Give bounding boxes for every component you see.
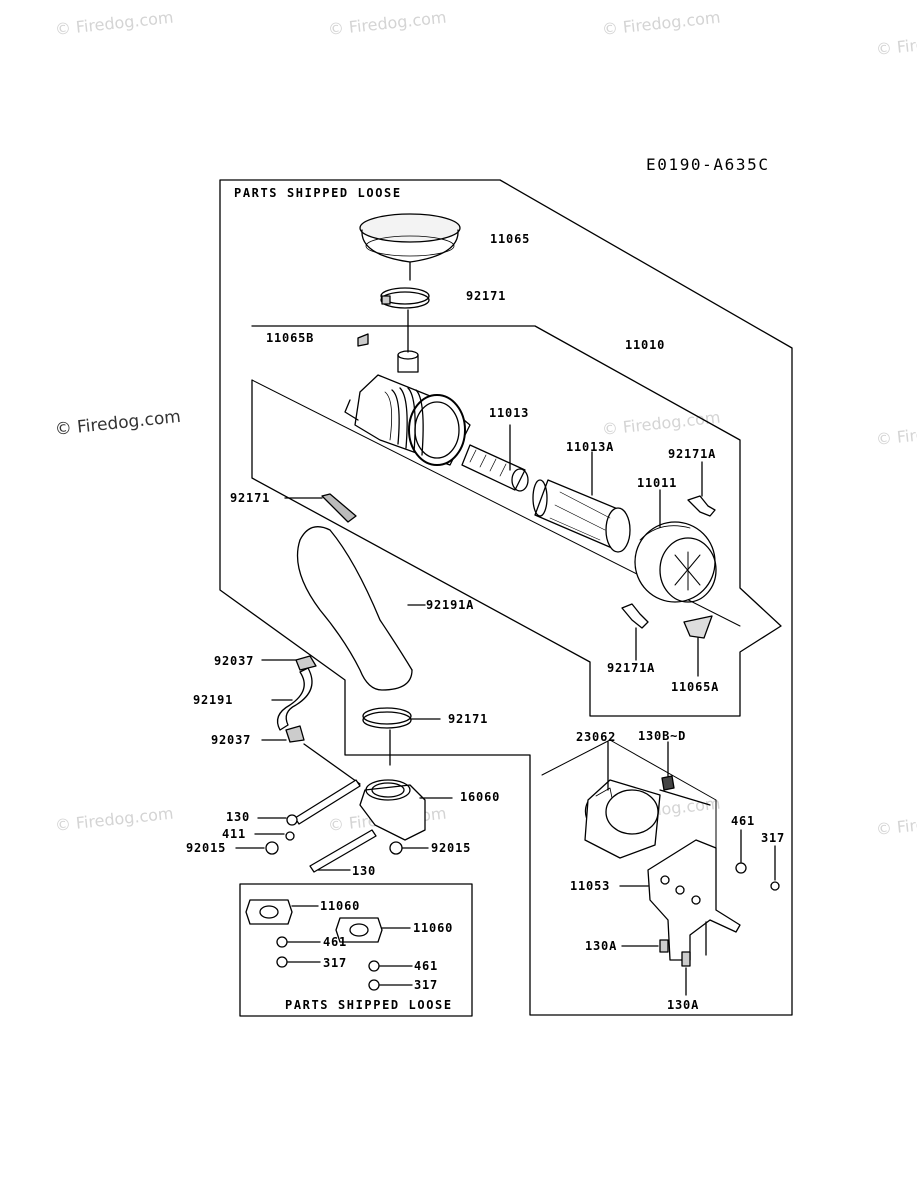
intake-hose-92191A xyxy=(296,526,413,691)
part-label: 11010 xyxy=(625,338,666,352)
valve-11065A xyxy=(683,615,713,639)
loose-parts-box xyxy=(239,883,473,1017)
part-label: 11065 xyxy=(490,232,531,246)
part-label: 461 xyxy=(731,814,756,828)
part-label: 11011 xyxy=(637,476,678,490)
inner-element-11013 xyxy=(461,444,529,492)
outer-element-11013A xyxy=(532,479,631,553)
clip-92171A-bottom xyxy=(621,603,649,629)
parts-shipped-loose-heading: PARTS SHIPPED LOOSE xyxy=(285,998,453,1012)
part-label: 92171 xyxy=(230,491,271,505)
part-label: 16060 xyxy=(460,790,501,804)
part-label: 92191A xyxy=(426,598,475,612)
part-label: 317 xyxy=(323,956,348,970)
part-label: 130 xyxy=(226,810,251,824)
pre-cleaner-23062 xyxy=(584,779,661,859)
air-cleaner-cap-11065 xyxy=(359,213,461,263)
part-label: 92191 xyxy=(193,693,234,707)
elbow-16060 xyxy=(359,779,426,841)
part-label: 92037 xyxy=(214,654,255,668)
bolt-130-lower xyxy=(309,829,377,873)
part-label: 130A xyxy=(585,939,618,953)
part-label: 11060 xyxy=(413,921,454,935)
hose-clamp-92171-lower xyxy=(362,707,412,729)
bracket-group-outline xyxy=(541,739,717,881)
part-label: 11065A xyxy=(671,680,720,694)
part-label: 92171 xyxy=(466,289,507,303)
part-label: 461 xyxy=(414,959,439,973)
part-label: 317 xyxy=(414,978,439,992)
cover-11011 xyxy=(634,521,717,603)
clamp-92037-bottom xyxy=(285,725,305,743)
part-label: 23062 xyxy=(576,730,617,744)
clip-92171A-top xyxy=(687,495,716,517)
part-label: 130A xyxy=(667,998,700,1012)
part-label: 11053 xyxy=(570,879,611,893)
air-cleaner-group-outline xyxy=(251,325,782,717)
part-label: 317 xyxy=(761,831,786,845)
part-label: 11013 xyxy=(489,406,530,420)
diagram-code: E0190-A635C xyxy=(646,155,770,174)
part-label: 92015 xyxy=(431,841,472,855)
part-label: 92015 xyxy=(186,841,227,855)
part-label: 130 xyxy=(352,864,377,878)
small-hose-92191 xyxy=(276,667,313,731)
part-label: 11060 xyxy=(320,899,361,913)
parts-shipped-loose-heading: PARTS SHIPPED LOOSE xyxy=(234,186,402,200)
frame-outline xyxy=(219,179,793,1016)
part-label: 92171A xyxy=(607,661,656,675)
hose-clamp-92171 xyxy=(380,287,430,309)
part-label: 11065B xyxy=(266,331,315,345)
air-cleaner-body-11010 xyxy=(344,350,471,466)
bolt-130-upper xyxy=(294,779,361,825)
part-label: 130B~D xyxy=(638,729,687,743)
part-label: 92171 xyxy=(448,712,489,726)
part-label: 92171A xyxy=(668,447,717,461)
clamp-92037-top xyxy=(295,655,317,671)
part-label: 461 xyxy=(323,935,348,949)
part-label: 11013A xyxy=(566,440,615,454)
part-label: 411 xyxy=(222,827,247,841)
bracket-11053 xyxy=(647,839,741,961)
gasket-11060-b xyxy=(335,917,383,943)
part-label: 92037 xyxy=(211,733,252,747)
gasket-11060-a xyxy=(245,899,293,925)
